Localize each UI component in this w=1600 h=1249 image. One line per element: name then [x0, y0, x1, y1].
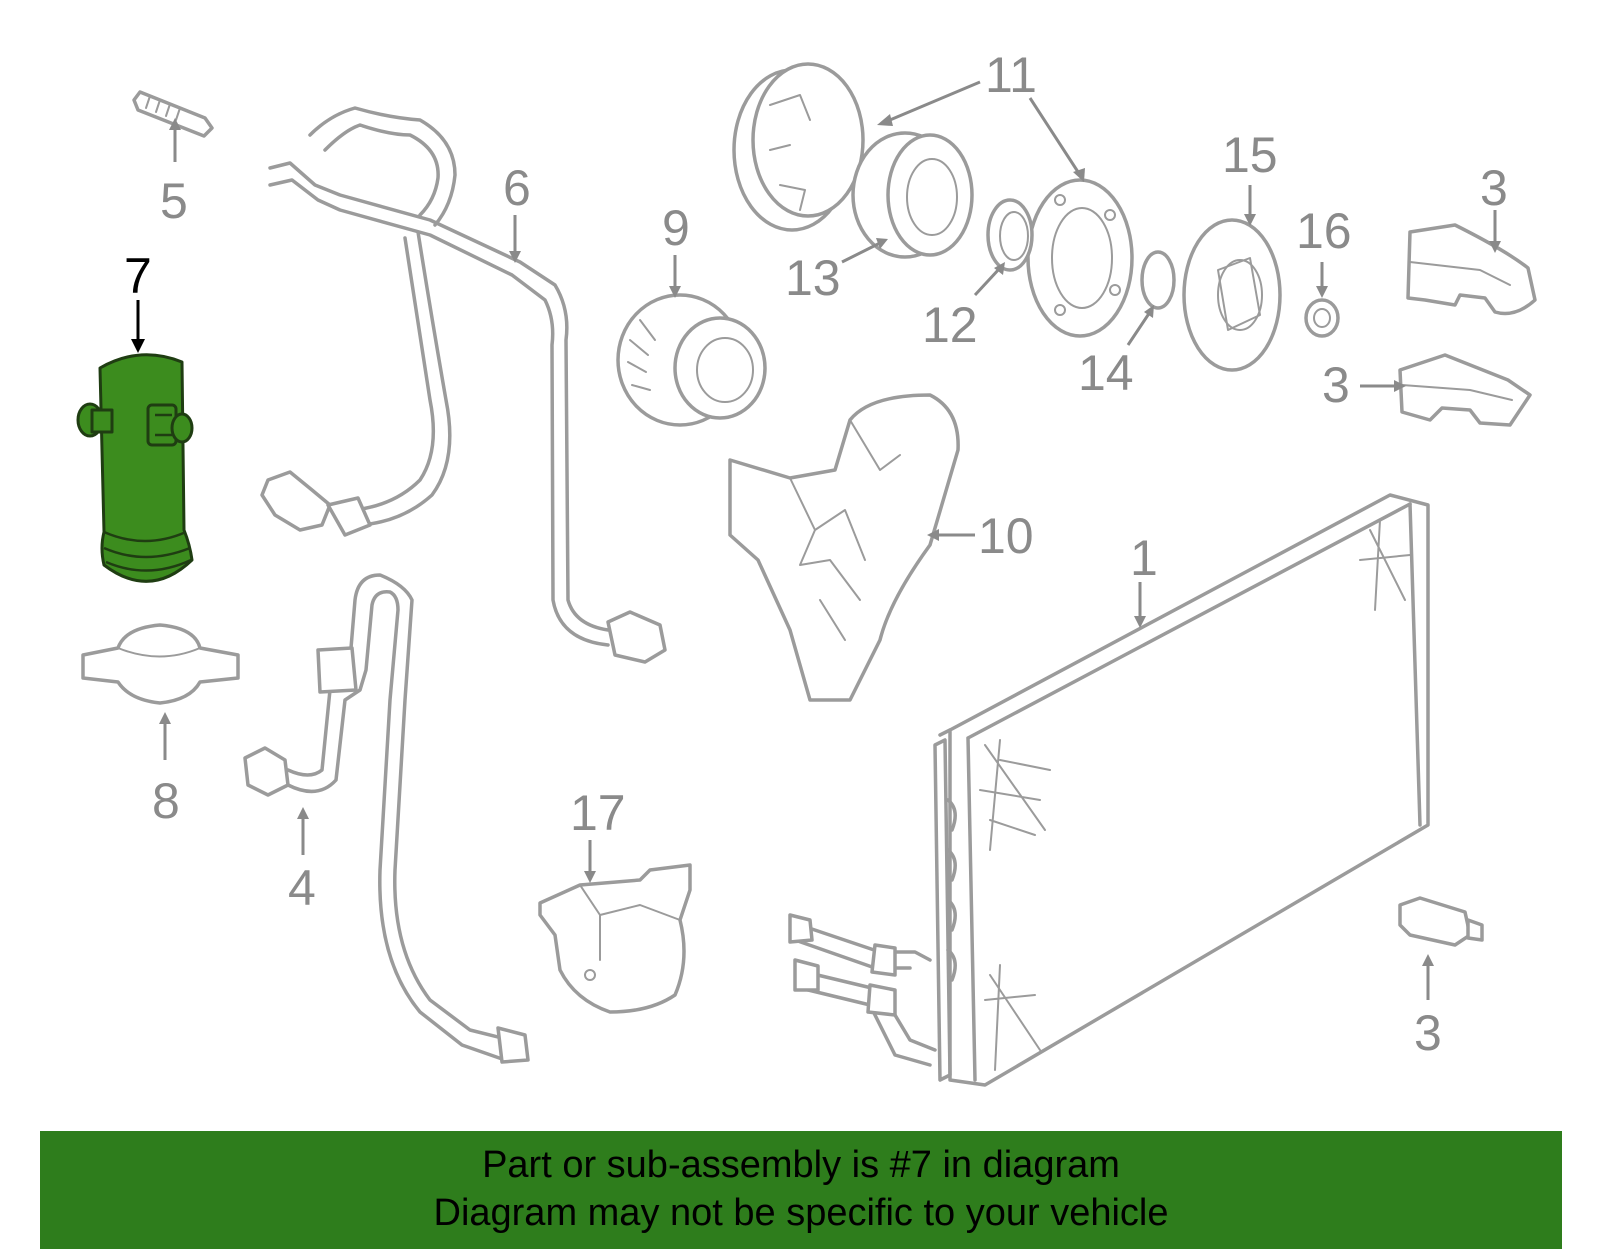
- callout-5: 5: [160, 173, 188, 229]
- part-15-cover[interactable]: [1182, 218, 1282, 372]
- callout-3b: 3: [1414, 1005, 1442, 1061]
- callout-10: 10: [978, 508, 1034, 564]
- callout-16: 16: [1296, 203, 1352, 259]
- part-13-bearing[interactable]: [851, 131, 974, 259]
- part-12-seal[interactable]: [986, 198, 1034, 272]
- part-8-bracket[interactable]: [81, 623, 240, 705]
- part-3-sensor-lower[interactable]: [1398, 896, 1484, 947]
- parts-diagram: 5 7 8 6 4: [76, 47, 1537, 1087]
- callout-3a: 3: [1322, 357, 1350, 413]
- callout-8: 8: [152, 773, 180, 829]
- part-14-oring[interactable]: [1140, 250, 1176, 310]
- part-11-clutch-plate[interactable]: [732, 62, 1134, 338]
- part-3-mount-upper[interactable]: [1398, 353, 1532, 427]
- part-7-receiver-drier[interactable]: [76, 353, 194, 583]
- banner-line-2: Diagram may not be specific to your vehi…: [433, 1192, 1169, 1234]
- callout-6: 6: [503, 160, 531, 216]
- banner-line-1: Part or sub-assembly is #7 in diagram: [482, 1144, 1120, 1186]
- callout-7: 7: [124, 248, 152, 304]
- part-16-nut[interactable]: [1304, 298, 1340, 338]
- callout-1: 1: [1130, 530, 1158, 586]
- info-banner: Part or sub-assembly is #7 in diagram Di…: [40, 1131, 1562, 1249]
- callout-15: 15: [1222, 127, 1278, 183]
- part-1-condenser[interactable]: [788, 493, 1430, 1087]
- part-10-compressor-bracket[interactable]: [728, 393, 960, 702]
- part-17-bracket[interactable]: [538, 863, 692, 1014]
- callout-2: 3: [1480, 160, 1508, 216]
- callout-13: 13: [785, 250, 841, 306]
- callout-9: 9: [662, 200, 690, 256]
- part-4-hose[interactable]: [243, 573, 530, 1064]
- callout-12: 12: [922, 297, 978, 353]
- callout-11: 11: [985, 47, 1037, 103]
- part-9-pulley[interactable]: [616, 293, 767, 427]
- callout-14: 14: [1078, 345, 1134, 401]
- callout-17: 17: [570, 785, 626, 841]
- callout-4: 4: [288, 860, 316, 916]
- part-6-hose[interactable]: [260, 106, 667, 664]
- part-2-bracket[interactable]: [1406, 223, 1537, 316]
- part-5-bolt[interactable]: [132, 90, 214, 138]
